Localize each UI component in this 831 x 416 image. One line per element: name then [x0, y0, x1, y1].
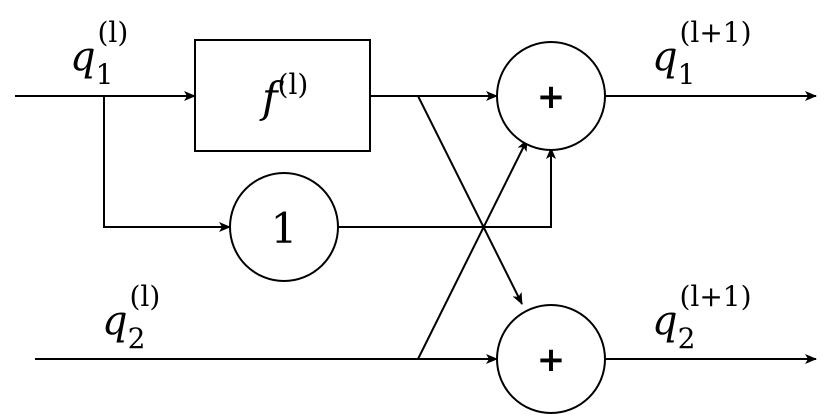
output-q1-superscript: (l+1): [679, 16, 751, 49]
output-q2-subscript: 2: [678, 322, 696, 355]
input-q1-subscript: 1: [96, 58, 114, 91]
identity-circle: [229, 172, 339, 282]
input-q1-base: q: [70, 34, 96, 80]
sum-top-node: +: [496, 41, 606, 151]
output-q2-label: q2 (l+1): [652, 280, 752, 355]
f-block-box: [194, 39, 371, 152]
identity-to-sum-top-wire: [338, 147, 556, 228]
output-q1-label: q1 (l+1): [652, 16, 752, 91]
output-q2-base: q: [652, 298, 678, 344]
output-q1-subscript: 1: [678, 58, 696, 91]
f-block-label: f(l): [259, 68, 308, 122]
wires: [15, 91, 817, 364]
input-q2-subscript: 2: [128, 322, 146, 355]
output-q2-superscript: (l+1): [679, 280, 751, 313]
sum-bottom-label: +: [537, 340, 566, 380]
input-q1-label: q1 (l): [70, 16, 128, 91]
sum-bottom-circle: [496, 304, 606, 414]
output-q1-base: q: [652, 34, 678, 80]
f-superscript: (l): [278, 68, 309, 101]
sum-bottom-node: +: [496, 304, 606, 414]
q2-cross-to-sum-top-wire: [417, 139, 528, 360]
q1-branch-to-identity-wire: [103, 96, 231, 232]
input-q2-base: q: [102, 298, 128, 344]
f-block: f(l): [194, 39, 371, 152]
input-q1-superscript: (l): [97, 16, 128, 49]
f-cross-to-sum-bottom-wire: [417, 95, 523, 305]
input-q2-label: q2 (l): [102, 280, 160, 355]
input-q2-superscript: (l): [129, 280, 160, 313]
identity-node: 1: [229, 172, 339, 282]
identity-label: 1: [271, 204, 298, 253]
sum-top-circle: [496, 41, 606, 151]
sum-top-label: +: [537, 77, 566, 117]
